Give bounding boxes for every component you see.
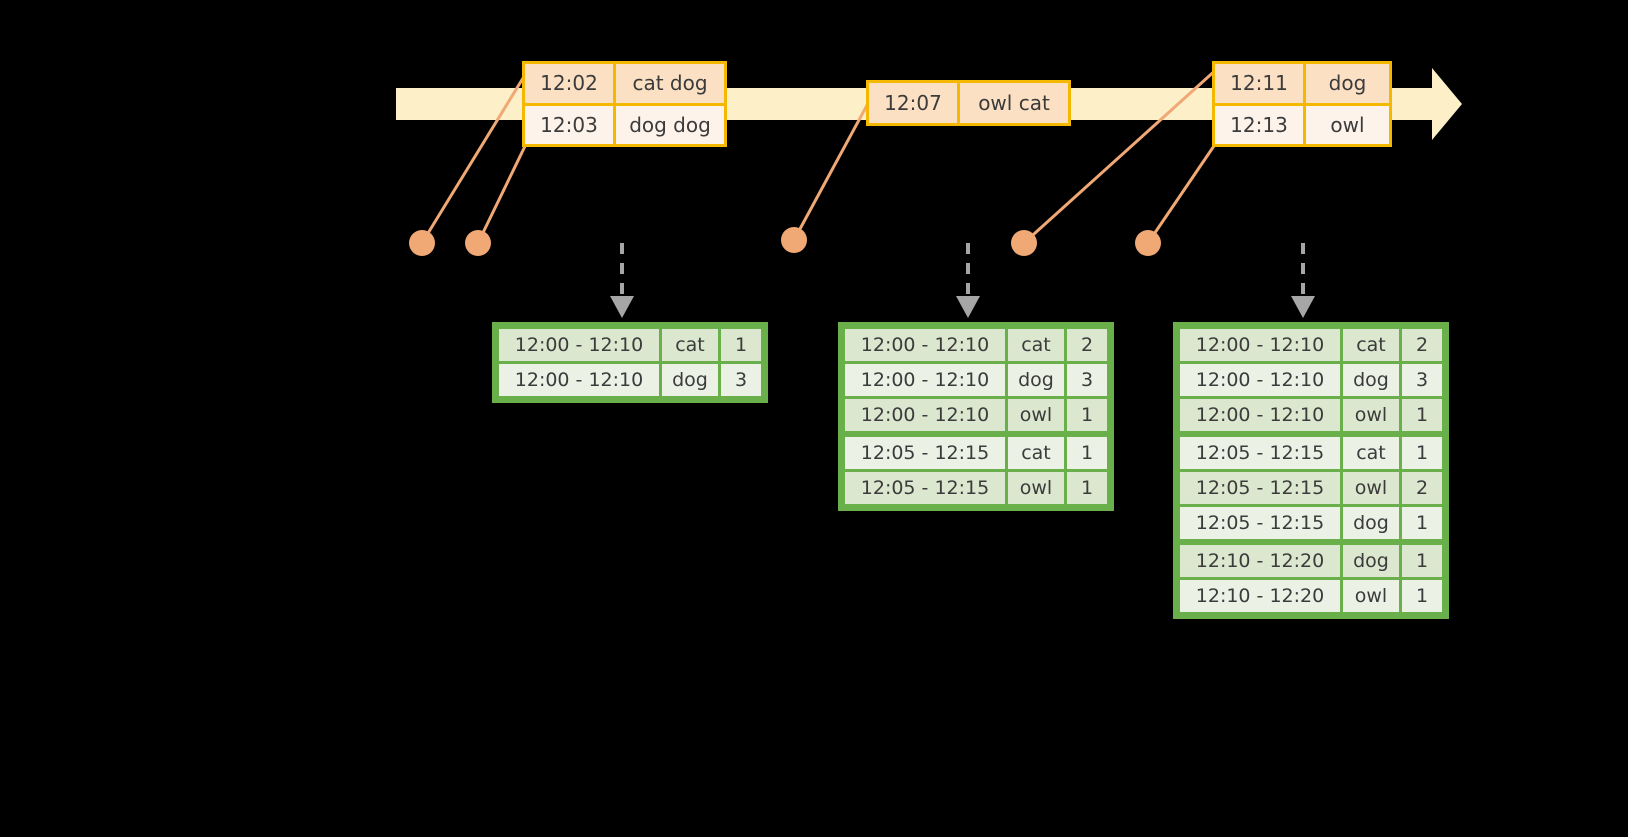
count-cell: 2 [1402,329,1442,361]
window-cell: 12:00 - 12:10 [845,364,1005,396]
key-cell: owl [1008,472,1064,504]
event-words: cat dog [632,71,708,96]
key-cell: cat [662,329,718,361]
key-cell: cat [1008,437,1064,469]
event-dot-4[interactable] [1011,230,1037,256]
event-dot-5[interactable] [1135,230,1161,256]
key-cell: dog [1343,545,1399,577]
window-cell: 12:00 - 12:10 [845,399,1005,431]
count-cell: 1 [1402,545,1442,577]
event-row: 12:03 dog dog [525,102,724,144]
count-cell: 1 [721,329,761,361]
key-cell: dog [662,364,718,396]
key-cell: dog [1343,364,1399,396]
event-words: owl cat [978,91,1050,115]
emit-arrows [620,243,1305,296]
event-words: dog dog [629,112,711,137]
window-cell: 12:00 - 12:10 [499,329,659,361]
event-time: 12:03 [525,105,616,144]
event-time: 12:13 [1215,105,1306,144]
event-time: 12:11 [1215,64,1306,103]
event-time: 12:02 [525,64,616,103]
window-cell: 12:00 - 12:10 [845,329,1005,361]
count-cell: 3 [1402,364,1442,396]
event-words: owl [1330,112,1365,137]
event-dot-3[interactable] [781,227,807,253]
event-row: 12:07 owl cat [869,83,1068,123]
count-cell: 3 [1067,364,1107,396]
window-cell: 12:05 - 12:15 [1180,472,1340,504]
window-cell: 12:05 - 12:15 [1180,437,1340,469]
window-cell: 12:00 - 12:10 [1180,329,1340,361]
key-cell: owl [1343,472,1399,504]
key-cell: cat [1343,329,1399,361]
key-cell: cat [1343,437,1399,469]
key-cell: owl [1008,399,1064,431]
count-cell: 1 [1067,437,1107,469]
event-box-2[interactable]: 12:07 owl cat [866,80,1071,126]
window-cell: 12:10 - 12:20 [1180,580,1340,612]
count-cell: 1 [1067,472,1107,504]
window-cell: 12:00 - 12:10 [499,364,659,396]
key-cell: cat [1008,329,1064,361]
key-cell: dog [1343,507,1399,539]
key-cell: dog [1008,364,1064,396]
window-cell: 12:05 - 12:15 [845,437,1005,469]
event-time: 12:07 [869,83,960,123]
window-cell: 12:05 - 12:15 [1180,507,1340,539]
event-words: dog [1328,71,1367,96]
count-cell: 3 [721,364,761,396]
window-cell: 12:00 - 12:10 [1180,399,1340,431]
count-cell: 2 [1402,472,1442,504]
count-cell: 1 [1402,580,1442,612]
window-cell: 12:10 - 12:20 [1180,545,1340,577]
count-cell: 1 [1402,399,1442,431]
window-cell: 12:05 - 12:15 [845,472,1005,504]
event-row: 12:02 cat dog [525,64,724,103]
emit-arrowheads [610,296,1315,318]
event-row: 12:11 dog [1215,64,1389,103]
key-cell: owl [1343,580,1399,612]
event-box-1[interactable]: 12:02 cat dog 12:03 dog dog [522,61,727,147]
key-cell: owl [1343,399,1399,431]
count-cell: 2 [1067,329,1107,361]
event-box-3[interactable]: 12:11 dog 12:13 owl [1212,61,1392,147]
event-dot-2[interactable] [465,230,491,256]
window-cell: 12:00 - 12:10 [1180,364,1340,396]
count-cell: 1 [1402,507,1442,539]
count-cell: 1 [1402,437,1442,469]
event-dot-1[interactable] [409,230,435,256]
event-row: 12:13 owl [1215,102,1389,144]
count-cell: 1 [1067,399,1107,431]
